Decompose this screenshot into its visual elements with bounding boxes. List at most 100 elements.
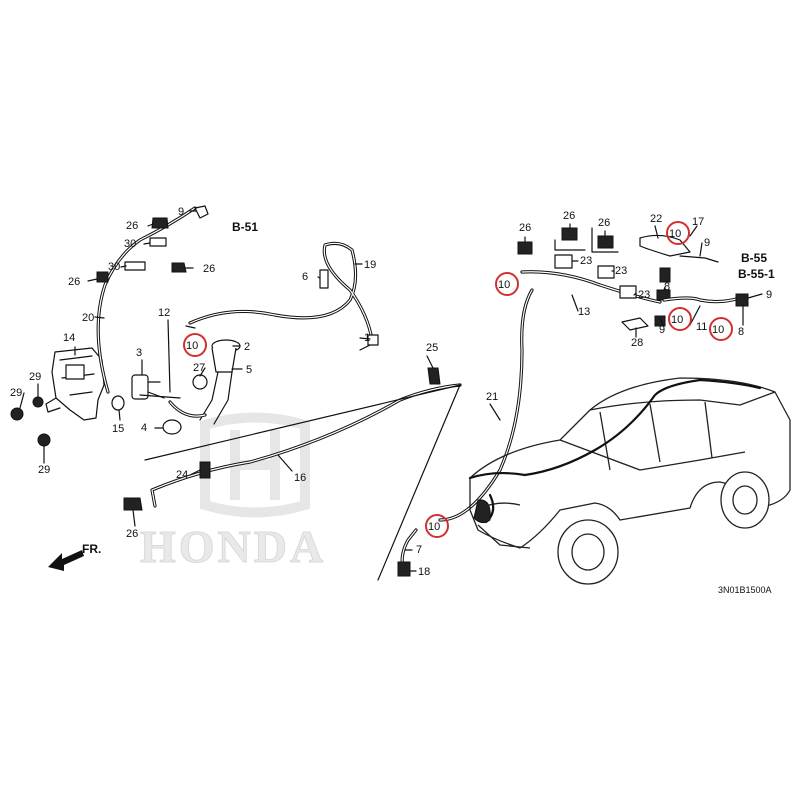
- callout-7: 7: [416, 544, 422, 556]
- clip-30-top: [149, 237, 167, 247]
- clip-26-lower: [123, 497, 143, 511]
- callout-3: 3: [136, 347, 142, 359]
- clip-26-right-a: [517, 241, 533, 255]
- clip-23-c: [619, 285, 637, 299]
- callout-4: 4: [141, 422, 147, 434]
- washer-reservoir-tank: [51, 347, 105, 421]
- callout-2: 2: [244, 341, 250, 353]
- nozzle-8-b: [735, 293, 749, 307]
- highlight-10-c: 10: [428, 521, 440, 533]
- callout-24: 24: [176, 469, 188, 481]
- front-label: FR.: [82, 542, 101, 556]
- callout-26-a: 26: [126, 220, 138, 232]
- callout-25: 25: [426, 342, 438, 354]
- callout-16: 16: [294, 472, 306, 484]
- washer-tank-in-car: [473, 499, 491, 524]
- figure-code: 3N01B1500A: [718, 585, 772, 595]
- callout-13: 13: [578, 306, 590, 318]
- hose-joint-9: [194, 205, 209, 219]
- grommet-28: [621, 317, 649, 331]
- callout-22: 22: [650, 213, 662, 225]
- highlight-circle-1: [183, 333, 207, 357]
- clip-26-right-b: [561, 227, 578, 241]
- callout-26-e: 26: [519, 222, 531, 234]
- callout-26-d: 26: [126, 528, 138, 540]
- callout-8-a: 8: [664, 281, 670, 293]
- highlight-10-b: 10: [498, 279, 510, 291]
- callout-18: 18: [418, 566, 430, 578]
- highlight-circle-2: [495, 272, 519, 296]
- callout-9-c: 9: [766, 289, 772, 301]
- callout-26-c: 26: [68, 276, 80, 288]
- callout-labels: B-51 B-55 B-55-1 1 2 3 4 5 6 7 8 8 9 9 9…: [10, 206, 775, 578]
- bolt-29-a: [10, 407, 24, 421]
- ref-b55: B-55: [741, 251, 767, 265]
- callout-28: 28: [631, 337, 643, 349]
- honda-logo-watermark: [200, 412, 310, 518]
- joint-18: [397, 561, 411, 577]
- highlight-10-f: 10: [712, 324, 724, 336]
- ref-b551: B-55-1: [738, 267, 775, 281]
- callout-9-d: 9: [659, 324, 665, 336]
- callout-29-b: 29: [29, 371, 41, 383]
- callout-29-c: 29: [38, 464, 50, 476]
- clip-26-left: [96, 271, 109, 283]
- callout-27: 27: [193, 362, 205, 374]
- callout-9-a: 9: [178, 206, 184, 218]
- bolt-29-c: [37, 433, 51, 447]
- clip-23-a: [554, 254, 573, 269]
- callout-21: 21: [486, 391, 498, 403]
- left-washer-assembly: [10, 205, 462, 581]
- joint-9-rear: [659, 267, 671, 283]
- hose-clip-6: [319, 269, 329, 289]
- clip-24: [199, 461, 211, 479]
- pump-grommet: [111, 395, 125, 411]
- highlight-10-d: 10: [669, 228, 681, 240]
- callout-30-b: 30: [108, 261, 120, 273]
- highlighted-callouts: 10 10 10 10 10 10: [183, 221, 733, 538]
- highlight-circle-3: [425, 514, 449, 538]
- clip-25: [427, 367, 441, 385]
- reservoir-label-plate: [65, 364, 85, 380]
- hose-joint-1: [367, 334, 379, 346]
- callout-5: 5: [246, 364, 252, 376]
- callout-9-b: 9: [704, 237, 710, 249]
- highlight-10-e: 10: [671, 314, 683, 326]
- filler-seal-27: [192, 374, 208, 390]
- callout-12: 12: [158, 307, 170, 319]
- highlight-circle-6: [709, 317, 733, 341]
- callout-23-b: 23: [615, 265, 627, 277]
- callout-30-a: 30: [124, 238, 136, 250]
- highlight-10-a: 10: [186, 340, 198, 352]
- callout-23-c: 23: [638, 289, 650, 301]
- honda-wordmark-watermark: HONDA: [140, 521, 326, 572]
- washer-pump: [131, 374, 149, 400]
- clip-26-top: [151, 217, 169, 229]
- front-direction-indicator: FR.: [48, 542, 101, 571]
- filler-o-ring: [162, 419, 182, 435]
- callout-8-b: 8: [738, 326, 744, 338]
- callout-23-a: 23: [580, 255, 592, 267]
- ref-b51: B-51: [232, 220, 258, 234]
- filler-neck-upper: [211, 347, 237, 373]
- callout-15: 15: [112, 423, 124, 435]
- rear-washer-nozzle-bracket: [639, 234, 691, 257]
- callout-17: 17: [692, 216, 704, 228]
- callout-11: 11: [696, 321, 707, 333]
- callout-29-a: 29: [10, 387, 22, 399]
- callout-26-f: 26: [563, 210, 575, 222]
- callout-20: 20: [82, 312, 94, 324]
- front-arrow-icon: [48, 550, 84, 571]
- callout-26-g: 26: [598, 217, 610, 229]
- clip-23-b: [597, 265, 615, 279]
- callout-1: 1: [364, 332, 370, 344]
- vehicle-illustration: [468, 377, 791, 585]
- callout-14: 14: [63, 332, 75, 344]
- callout-26-b: 26: [203, 263, 215, 275]
- clip-26-mid: [171, 262, 187, 273]
- callout-6: 6: [302, 271, 308, 283]
- right-washer-assembly: [438, 227, 749, 522]
- clip-30-mid: [124, 261, 146, 271]
- callout-19: 19: [364, 259, 376, 271]
